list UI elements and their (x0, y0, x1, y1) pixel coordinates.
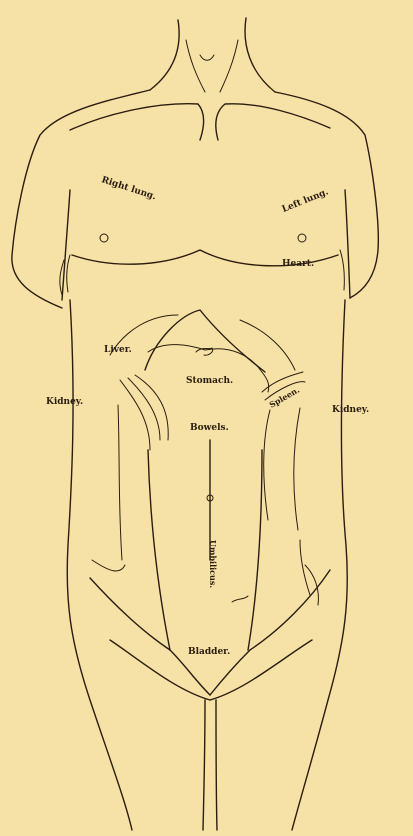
label-kidney-right-side: Kidney. (332, 405, 369, 415)
right-arm-shade (340, 250, 344, 290)
neck-muscle-right (220, 40, 238, 92)
neck-right-outline (245, 18, 275, 92)
neck-muscle-left (186, 40, 205, 92)
bowel-left-2 (128, 378, 160, 440)
left-arm-inner (62, 190, 70, 300)
small-mark (232, 596, 248, 602)
left-groin (90, 578, 210, 695)
label-navel: Umbilicus. (208, 540, 218, 588)
label-bladder: Bladder. (188, 647, 230, 657)
rib-right (240, 320, 295, 370)
label-liver: Liver. (104, 345, 132, 355)
bowel-right-2 (294, 408, 300, 530)
label-kidney-left-side: Kidney. (46, 397, 83, 407)
rib-margin (145, 310, 265, 372)
label-left-lung: Left lung. (281, 187, 330, 215)
left-clavicle (70, 104, 204, 140)
bowel-left-1 (120, 380, 150, 450)
right-inner-leg (216, 700, 217, 830)
right-arm-inner (345, 190, 350, 298)
right-groin (210, 570, 330, 695)
left-shoulder-outline (12, 90, 150, 308)
label-stomach: Stomach. (186, 376, 233, 386)
bowel-right-1 (264, 410, 270, 520)
left-inner-leg (203, 700, 205, 830)
left-hip-line (92, 560, 125, 571)
neck-left-outline (150, 20, 179, 90)
right-rectus (248, 450, 262, 650)
right-body-outline (292, 300, 347, 830)
label-heart: Heart. (282, 259, 314, 269)
flank-right (300, 540, 310, 595)
left-rectus (148, 450, 170, 650)
neck-center (200, 55, 214, 60)
label-right-lung: Right lung. (100, 175, 157, 202)
label-spleen: Spleen. (267, 384, 301, 409)
left-nipple (298, 234, 306, 242)
flank-left (118, 405, 122, 560)
right-clavicle (216, 104, 330, 140)
label-bowels: Bowels. (190, 423, 229, 433)
right-nipple (100, 234, 108, 242)
